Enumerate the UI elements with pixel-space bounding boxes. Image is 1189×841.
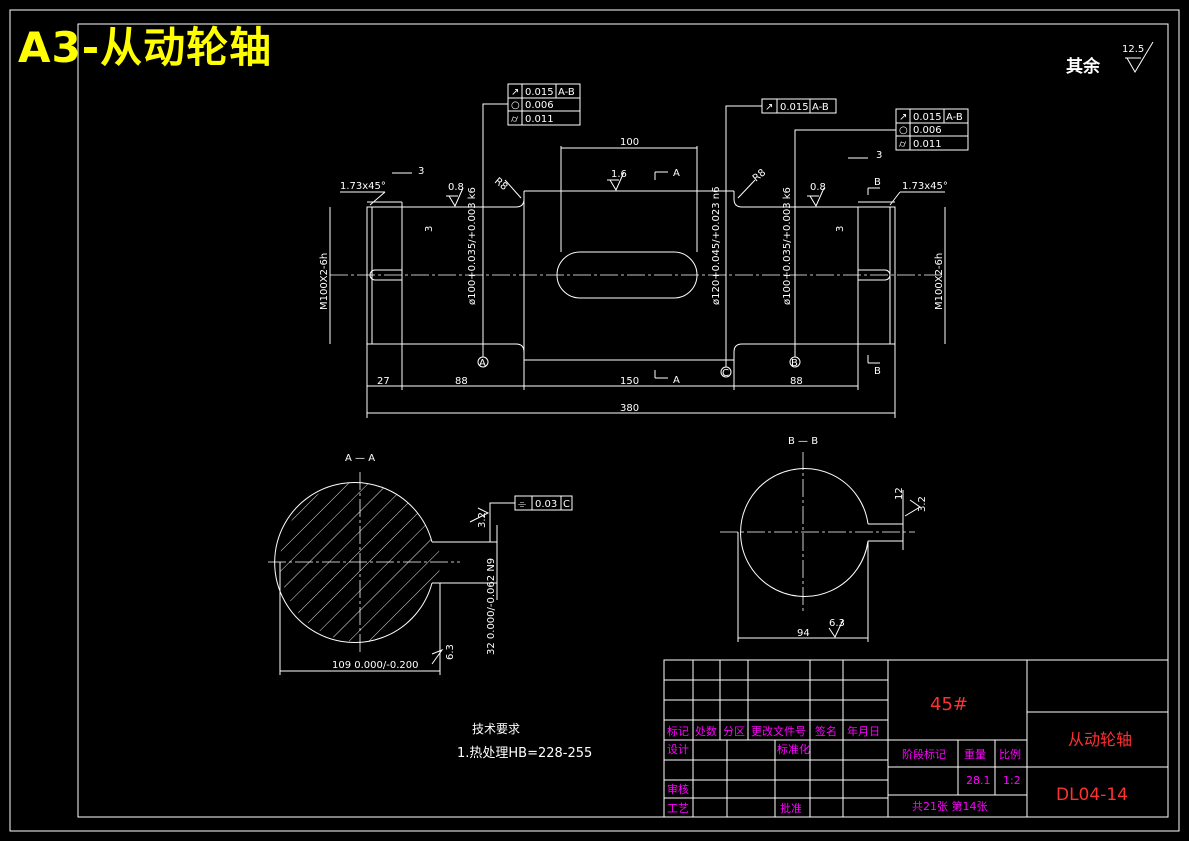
sheets-info: 共21张 第14张 [912,799,988,813]
svg-text:↗: ↗ [899,112,907,123]
section-b-view: B — B 94 12 3.2 6.3 [720,436,928,642]
chamfer-left: 1.73x45° [340,181,386,192]
section-b-label: B — B [788,436,818,447]
step-3-right: 3 [835,226,846,232]
rough-08-right: 0.8 [810,182,826,193]
rest-roughness-label: 其余 [1066,57,1100,77]
dia-right: ø100+0.035/+0.003 k6 [782,187,793,305]
datum-a: A [479,358,486,369]
svg-text:0.011: 0.011 [913,139,942,150]
svg-text:↗: ↗ [511,87,519,98]
rough-08-left: 0.8 [448,182,464,193]
svg-text:A-B: A-B [558,87,575,98]
svg-text:分区: 分区 [723,725,745,738]
gap-3-left: 3 [418,166,424,177]
section-b-94: 94 [797,628,810,639]
part-name: 从动轮轴 [1068,730,1132,749]
section-b-rough-63: 6.3 [829,618,845,629]
section-a-view: A — A 109 0.000/-0.200 32 0.000/-0.062 N… [268,453,573,675]
dia-middle: ø120+0.045/+0.023 n6 [711,187,722,305]
material: 45# [930,694,968,715]
rest-roughness-symbol: 12.5 [1122,41,1154,73]
svg-text:A-B: A-B [812,102,829,113]
svg-text:⌭: ⌭ [511,114,519,125]
symmetry-tolerance-frame: ⌯ 0.03 C [489,495,573,542]
section-b-top: B [874,177,881,188]
section-b-rough-32: 3.2 [917,496,928,512]
shaft-front-view: 27 88 150 88 380 100 M100X2-6h M100X2-6h… [319,137,948,418]
section-a-rough-32: 3.2 [477,512,488,528]
fillet-left: R8 [492,176,509,193]
svg-text:标记: 标记 [667,724,689,738]
section-a-top: A [673,168,680,179]
tolerance-frame-right: ↗ 0.015 A-B ○ 0.006 ⌭ 0.011 [794,108,969,207]
scale-label: 比例 [999,747,1021,761]
svg-text:0.015: 0.015 [913,112,942,123]
svg-text:○: ○ [511,100,520,111]
dia-left: ø100+0.035/+0.003 k6 [467,187,478,305]
tolerance-frame-left: ↗ 0.015 A-B ○ 0.006 ⌭ 0.011 [482,83,581,207]
inner-frame [77,23,1169,818]
outer-frame [9,9,1180,832]
tech-requirements-heading: 技术要求 [472,722,521,736]
svg-text:A-B: A-B [946,112,963,123]
svg-text:⌯: ⌯ [518,499,526,510]
section-a-bottom: A [673,375,680,386]
dim-27: 27 [377,376,390,387]
drawing-title: A3-从动轮轴 [18,23,273,72]
thread-left: M100X2-6h [319,253,330,310]
step-3-left: 3 [424,226,435,232]
dim-380: 380 [620,403,639,414]
svg-text:0.03: 0.03 [535,499,557,510]
thread-right: M100X2-6h [934,253,945,310]
weight-value: 28.1 [966,774,991,787]
chamfer-right: 1.73x45° [902,181,948,192]
dim-88-right: 88 [790,376,803,387]
svg-text:0.006: 0.006 [525,100,554,111]
svg-text:0.006: 0.006 [913,125,942,136]
approve-label: 批准 [780,801,802,815]
stage-mark-label: 阶段标记 [902,747,946,761]
section-a-rough-63: 6.3 [445,644,456,660]
main-keyway [556,251,698,299]
svg-text:更改文件号: 更改文件号 [751,724,806,738]
rough-16: 1.6 [611,169,627,180]
review-label: 审核 [667,782,689,796]
svg-text:○: ○ [899,125,908,136]
dim-100: 100 [620,137,639,148]
tolerance-frame-middle: ↗ 0.015 A-B [725,98,837,191]
standardize-label: 标准化 [777,742,810,756]
rest-roughness-value: 12.5 [1122,44,1144,55]
title-block: 标记 处数 分区 更改文件号 签名 年月日 设计 标准化 审核 工艺 批准 阶段… [663,659,1169,818]
section-b-12: 12 [894,487,905,500]
process-label: 工艺 [667,802,689,815]
svg-text:年月日: 年月日 [847,724,880,738]
design-label: 设计 [667,743,689,756]
section-a-width: 32 0.000/-0.062 N9 [486,558,497,655]
svg-text:处数: 处数 [695,725,717,738]
svg-text:0.015: 0.015 [525,87,554,98]
dim-88-left: 88 [455,376,468,387]
dim-150: 150 [620,376,639,387]
svg-text:⌭: ⌭ [899,139,907,150]
datum-c: C [722,368,729,379]
datum-b: B [791,358,798,369]
svg-text:签名: 签名 [815,724,837,738]
tech-requirement-item: 1.热处理HB=228-255 [457,746,593,761]
svg-text:C: C [563,499,570,510]
svg-text:0.015: 0.015 [780,102,809,113]
weight-label: 重量 [964,747,986,761]
section-b-bottom: B [874,366,881,377]
section-a-dia: 109 0.000/-0.200 [332,660,419,671]
svg-text:↗: ↗ [765,102,773,113]
svg-text:0.011: 0.011 [525,114,554,125]
drawing-number: DL04-14 [1056,785,1128,805]
section-a-label: A — A [345,453,375,464]
scale-value: 1:2 [1003,774,1021,787]
gap-3-right: 3 [876,150,882,161]
